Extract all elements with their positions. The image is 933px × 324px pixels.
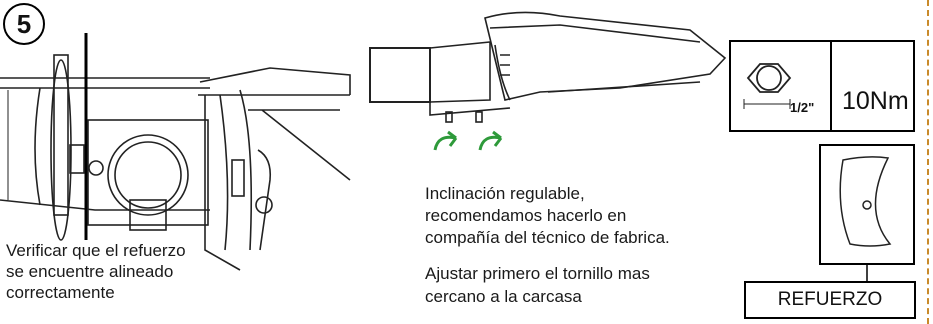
middle-caption-line-1: Inclinación regulable, [425,184,585,203]
rotate-arrow-icon [433,130,503,151]
reinforcement-plate-icon [839,156,892,247]
middle-caption-line-2: recomendamos hacerlo en [425,206,627,225]
torque-value: 10Nm [842,87,909,115]
hex-bolt-icon [743,63,792,109]
middle-caption2-line-1: Ajustar primero el tornillo mas [425,264,650,283]
middle-caption-line-3: compañía del técnico de fabrica. [425,228,670,247]
refuerzo-label: REFUERZO [744,281,916,319]
left-caption-line-2: se encuentre alineado [6,262,174,281]
page-cut-line [927,0,929,324]
torque-spec-box [729,40,915,132]
torque-divider [830,40,832,132]
left-caption-line-1: Verificar que el refuerzo [6,241,186,260]
bolt-dimension: 1/2" [790,100,815,115]
refuerzo-image-frame [819,144,915,265]
middle-caption2-line-2: cercano a la carcasa [425,287,582,306]
step-number-badge: 5 [3,3,45,45]
left-caption-line-3: correctamente [6,283,115,302]
luminaire-illustration [369,11,727,123]
